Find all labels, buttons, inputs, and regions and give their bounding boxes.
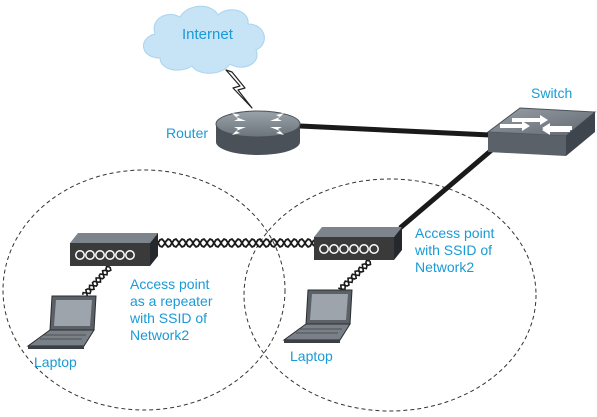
laptop-right-label: Laptop — [290, 348, 333, 364]
wireless-link-access-points — [157, 238, 315, 248]
coverage-area-left — [2, 169, 286, 411]
laptop-right-icon — [282, 289, 353, 343]
access-point-right-icon — [314, 227, 402, 260]
switch-label: Switch — [531, 85, 573, 101]
router-icon — [215, 110, 301, 155]
coverage-area-right — [243, 178, 537, 412]
cable-switch-access-point — [398, 146, 496, 230]
access-point-left-icon — [70, 233, 158, 266]
internet-cloud — [143, 5, 265, 74]
wireless-link-left — [81, 265, 112, 298]
wireless-link-right — [338, 259, 372, 293]
access-point-left-label: Access point as a repeater with SSID of … — [130, 276, 213, 343]
router-label: Router — [166, 125, 209, 141]
access-point-right-label: Access point with SSID of Network2 — [415, 225, 495, 275]
cable-router-switch — [299, 123, 491, 138]
switch-icon — [486, 107, 597, 156]
laptop-left-icon — [26, 295, 97, 349]
wan-link-bolt-icon — [225, 69, 253, 109]
laptop-left-label: Laptop — [34, 354, 77, 370]
internet-label: Internet — [182, 26, 233, 43]
